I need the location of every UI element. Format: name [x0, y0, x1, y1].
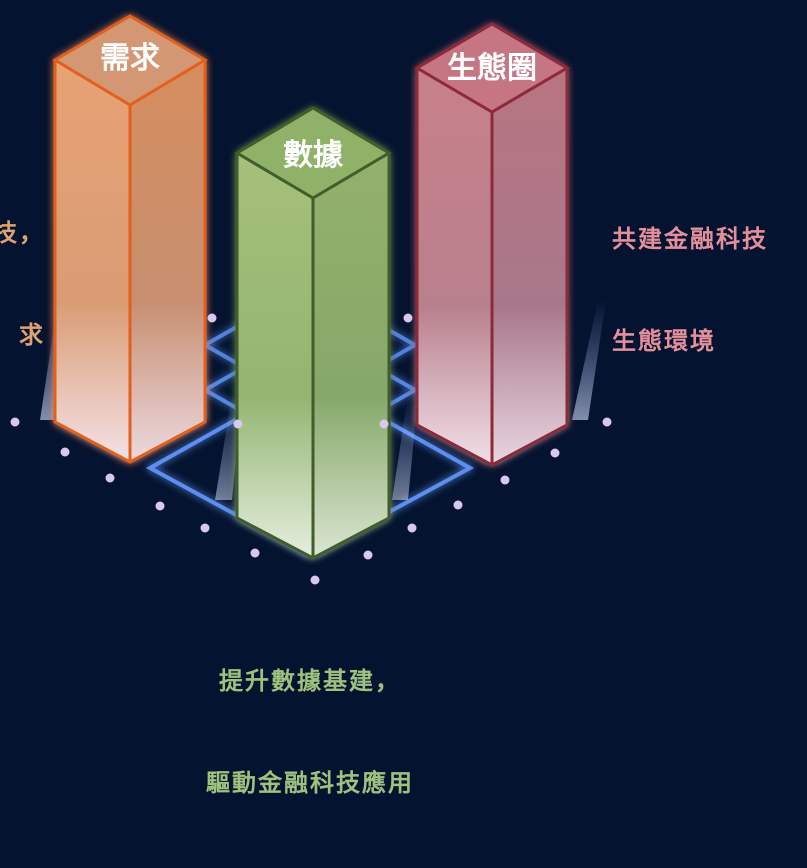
dot: [550, 448, 560, 458]
dot: [60, 447, 70, 457]
caption-right: 共建金融科技 生態環境: [612, 154, 768, 426]
dot: [310, 575, 320, 585]
pillar-labels: 需求 數據 生態圈: [100, 41, 537, 173]
caption-bottom-line-1: 提升數據基建，: [219, 667, 401, 695]
pillar-ecosystem: [414, 22, 570, 467]
dot: [602, 417, 612, 427]
dot: [403, 313, 413, 323]
pillar-label-data: 數據: [283, 138, 344, 173]
caption-left-line-2: 求: [19, 321, 45, 349]
dot: [407, 523, 417, 533]
pillar-ecosystem-side: [492, 68, 567, 465]
caption-left-line-1: 技，: [0, 219, 45, 247]
caption-right-line-2: 生態環境: [612, 327, 716, 355]
dot: [207, 313, 217, 323]
dot: [10, 417, 20, 427]
dot: [250, 548, 260, 558]
pillar-label-ecosystem: 生態圈: [447, 51, 537, 86]
caption-right-line-1: 共建金融科技: [612, 225, 768, 253]
dots: [10, 313, 612, 585]
pillar-data: [234, 106, 392, 560]
pillars-diagram: 需求 數據 生態圈 技， 求 共建金融科技 生態環境 提升數據基建， 驅動金融科…: [0, 14, 768, 797]
dot: [453, 500, 463, 510]
dot: [200, 523, 210, 533]
dot: [233, 419, 243, 429]
dot: [363, 550, 373, 560]
pillar-demand-side: [130, 60, 205, 462]
dot: [500, 475, 510, 485]
dot: [155, 501, 165, 511]
caption-left: 技， 求: [0, 148, 45, 420]
pillar-ecosystem-front: [417, 68, 492, 465]
pillar-demand: [52, 14, 208, 464]
pillar-data-front: [237, 153, 313, 558]
dot: [379, 419, 389, 429]
pillar-label-demand: 需求: [100, 41, 160, 76]
pillar-data-side: [313, 153, 389, 558]
caption-bottom-line-2: 驅動金融科技應用: [206, 769, 414, 797]
light-beam: [572, 300, 606, 420]
caption-bottom: 提升數據基建， 驅動金融科技應用: [160, 596, 460, 868]
light-beam: [392, 395, 418, 500]
pillar-demand-front: [55, 60, 130, 462]
pillars-illustration: 需求 數據 生態圈: [10, 14, 612, 585]
dot: [105, 473, 115, 483]
